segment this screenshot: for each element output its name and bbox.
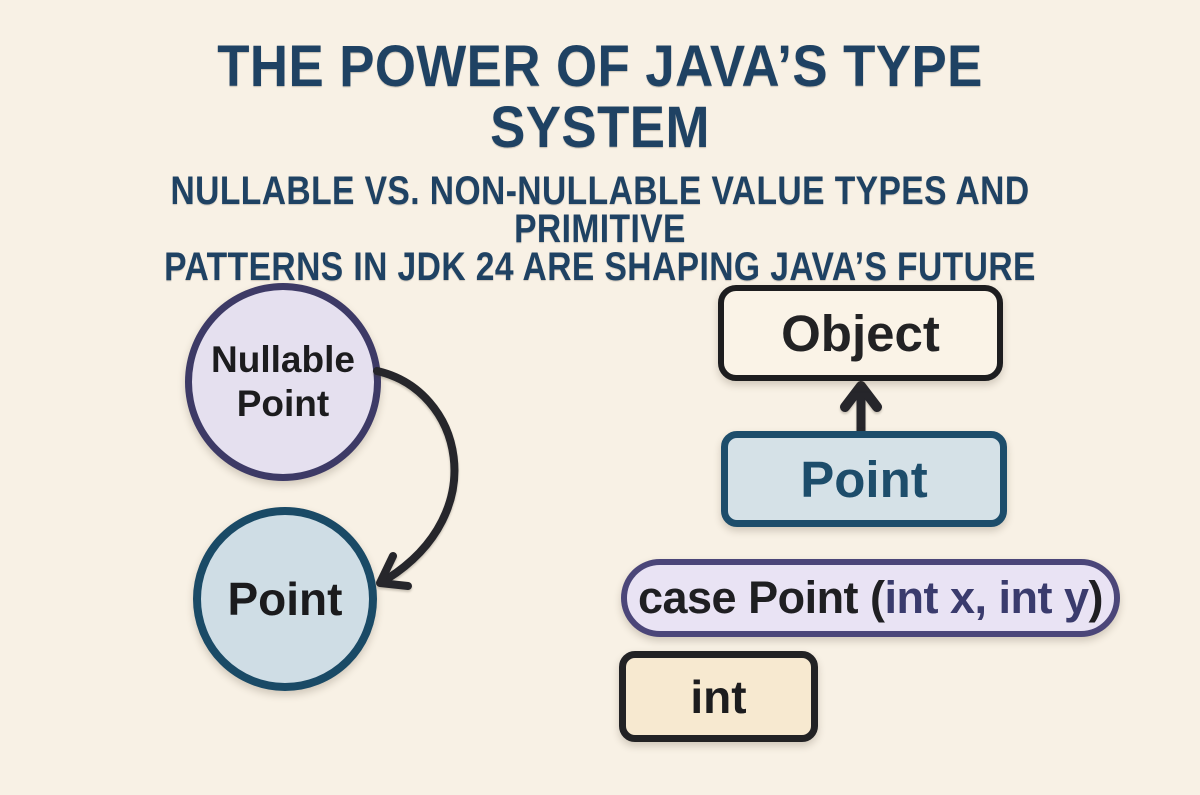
int-primitive-label: int xyxy=(690,670,747,723)
nullable-to-point-curved-arrow xyxy=(373,367,459,583)
case-pattern-suffix: ) xyxy=(1088,572,1104,623)
page-subtitle: NULLABLE VS. NON-NULLABLE VALUE TYPES AN… xyxy=(96,169,1104,289)
case-pattern-prefix: case Point ( xyxy=(637,572,885,623)
point-node: Point xyxy=(193,507,377,691)
subtitle-line-1: NULLABLE VS. NON-NULLABLE VALUE TYPES AN… xyxy=(170,169,1030,251)
point-class-label: Point xyxy=(800,450,928,508)
case-pattern-pill: case Point (int x, int y) xyxy=(621,559,1120,637)
int-primitive-box: int xyxy=(619,651,818,742)
title-line-2: SYSTEM xyxy=(490,95,710,160)
point-class-box: Point xyxy=(721,431,1007,527)
title-line-1: THE POWER OF JAVA’S TYPE xyxy=(217,34,983,99)
case-pattern-params: int x, int y xyxy=(884,572,1090,623)
object-class-label: Object xyxy=(781,304,940,362)
curved-arrowhead-icon xyxy=(376,552,412,590)
nullable-point-label-line-1: Nullable xyxy=(211,339,355,380)
object-class-box: Object xyxy=(718,285,1003,381)
point-node-label: Point xyxy=(227,573,343,625)
nullable-point-node: Nullable Point xyxy=(185,283,381,481)
page-title: THE POWER OF JAVA’S TYPE SYSTEM xyxy=(54,36,1146,158)
subtitle-line-2: PATTERNS IN JDK 24 ARE SHAPING JAVA’S FU… xyxy=(164,245,1036,289)
nullable-point-label-line-2: Point xyxy=(236,383,330,424)
up-arrowhead-icon xyxy=(840,381,882,412)
